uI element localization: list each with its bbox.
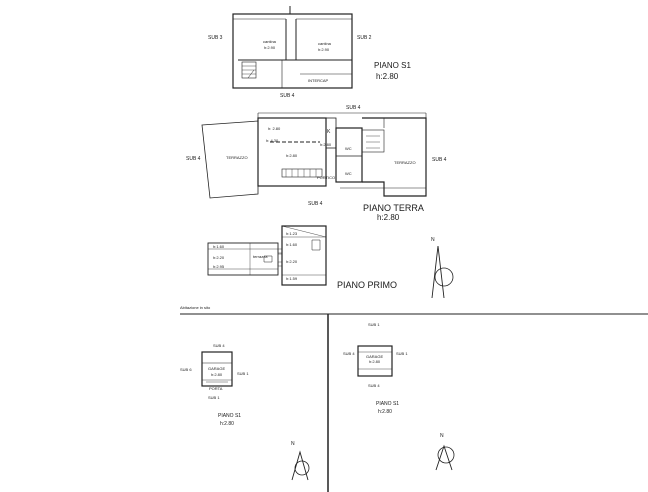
north-label-left: N bbox=[291, 441, 295, 447]
north-arrow-garage-right bbox=[435, 444, 455, 471]
terra-height: h:2.80 bbox=[377, 213, 400, 222]
plan-primo-walls bbox=[207, 225, 327, 286]
plan-terra-walls bbox=[201, 112, 427, 199]
s1-sub-bottom: SUB 4 bbox=[280, 93, 295, 99]
terra-sub-bottom: SUB 4 bbox=[308, 201, 323, 207]
footnote: Abitazione in sito bbox=[180, 305, 211, 310]
primo-title: PIANO PRIMO bbox=[337, 280, 398, 290]
s1-sub-right: SUB 2 bbox=[357, 35, 372, 41]
primo-height-e: h:1.60 bbox=[286, 242, 298, 247]
north-label-right: N bbox=[440, 433, 444, 439]
terra-sub-left: SUB 4 bbox=[186, 156, 201, 162]
s1-title: PIANO S1 bbox=[374, 61, 411, 70]
north-label-top: N bbox=[431, 237, 435, 243]
terra-wc-1: WC bbox=[345, 146, 352, 151]
terra-sub-right: SUB 4 bbox=[432, 157, 447, 163]
primo-height-b: h:2.20 bbox=[213, 255, 225, 260]
terra-height-1: h: 2.80 bbox=[268, 126, 281, 131]
primo-height-a: h:1.60 bbox=[213, 244, 225, 249]
primo-height-d: h:1.23 bbox=[286, 231, 298, 236]
plan-drawing bbox=[180, 6, 648, 492]
terra-height-2: h: 4.30 bbox=[266, 138, 279, 143]
garage-right-title: PIANO S1 bbox=[376, 401, 400, 407]
terra-terrace-right: TERRAZZO bbox=[394, 160, 416, 165]
garage-right-sub-bottom: SUB 4 bbox=[368, 383, 380, 388]
terra-terrace-left: TERRAZZO bbox=[226, 155, 248, 160]
primo-roof-label: terrazza bbox=[253, 254, 268, 259]
north-arrow-top bbox=[431, 245, 454, 299]
north-arrow-garage-left bbox=[291, 450, 310, 481]
primo-height-c: h:2.95 bbox=[213, 264, 225, 269]
garage-left-height: h:2.80 bbox=[220, 421, 234, 427]
s1-room2-name: cantina bbox=[318, 41, 331, 46]
primo-height-g: h:1.59 bbox=[286, 276, 298, 281]
s1-intercap: INTERCAP bbox=[308, 78, 329, 83]
terra-portico: PORTICO bbox=[317, 175, 336, 180]
garage-right-room-height: h:2.80 bbox=[369, 359, 381, 364]
garage-left-sub-right: SUB 1 bbox=[237, 371, 249, 376]
garage-right-height: h:2.80 bbox=[378, 409, 392, 415]
section-dividers bbox=[180, 313, 648, 492]
s1-height: h:2.80 bbox=[376, 72, 399, 81]
s1-room2-height: h:2.90 bbox=[318, 47, 330, 52]
s1-room1-height: h:2.90 bbox=[264, 45, 276, 50]
garage-left-sub-top: SUB 4 bbox=[213, 343, 225, 348]
garage-left-door: PORTA bbox=[209, 386, 223, 391]
floor-plan-sheet: SUB 3 SUB 2 SUB 4 cantina h:2.90 cantina… bbox=[180, 0, 648, 492]
garage-left-room-height: h:2.80 bbox=[211, 372, 223, 377]
s1-sub-left: SUB 3 bbox=[208, 35, 223, 41]
terra-sub-top: SUB 4 bbox=[346, 105, 361, 111]
garage-left-title: PIANO S1 bbox=[218, 413, 242, 419]
garage-right-room: GARAGE bbox=[366, 354, 384, 359]
plan-s1-walls bbox=[232, 6, 353, 89]
garage-left-sub-left: SUB 6 bbox=[180, 367, 192, 372]
garage-left-sub-bottom: SUB 1 bbox=[208, 395, 220, 400]
s1-room1-name: cantina bbox=[263, 39, 276, 44]
terra-kitchen: K bbox=[327, 129, 331, 135]
primo-height-f: h:2.20 bbox=[286, 259, 298, 264]
garage-left-room: GARAGE bbox=[208, 366, 226, 371]
garage-right-sub-right: SUB 1 bbox=[396, 351, 408, 356]
terra-title: PIANO TERRA bbox=[363, 203, 424, 213]
garage-right-sub-left: SUB 4 bbox=[343, 351, 355, 356]
plan-garage-right-walls bbox=[357, 345, 393, 377]
terra-wc-2: WC bbox=[345, 171, 352, 176]
garage-right-sub-top: SUB 1 bbox=[368, 322, 380, 327]
plan-garage-left-walls bbox=[201, 351, 233, 387]
terra-height-4: h:2.80 bbox=[320, 142, 332, 147]
terra-height-3: h:2.80 bbox=[286, 153, 298, 158]
